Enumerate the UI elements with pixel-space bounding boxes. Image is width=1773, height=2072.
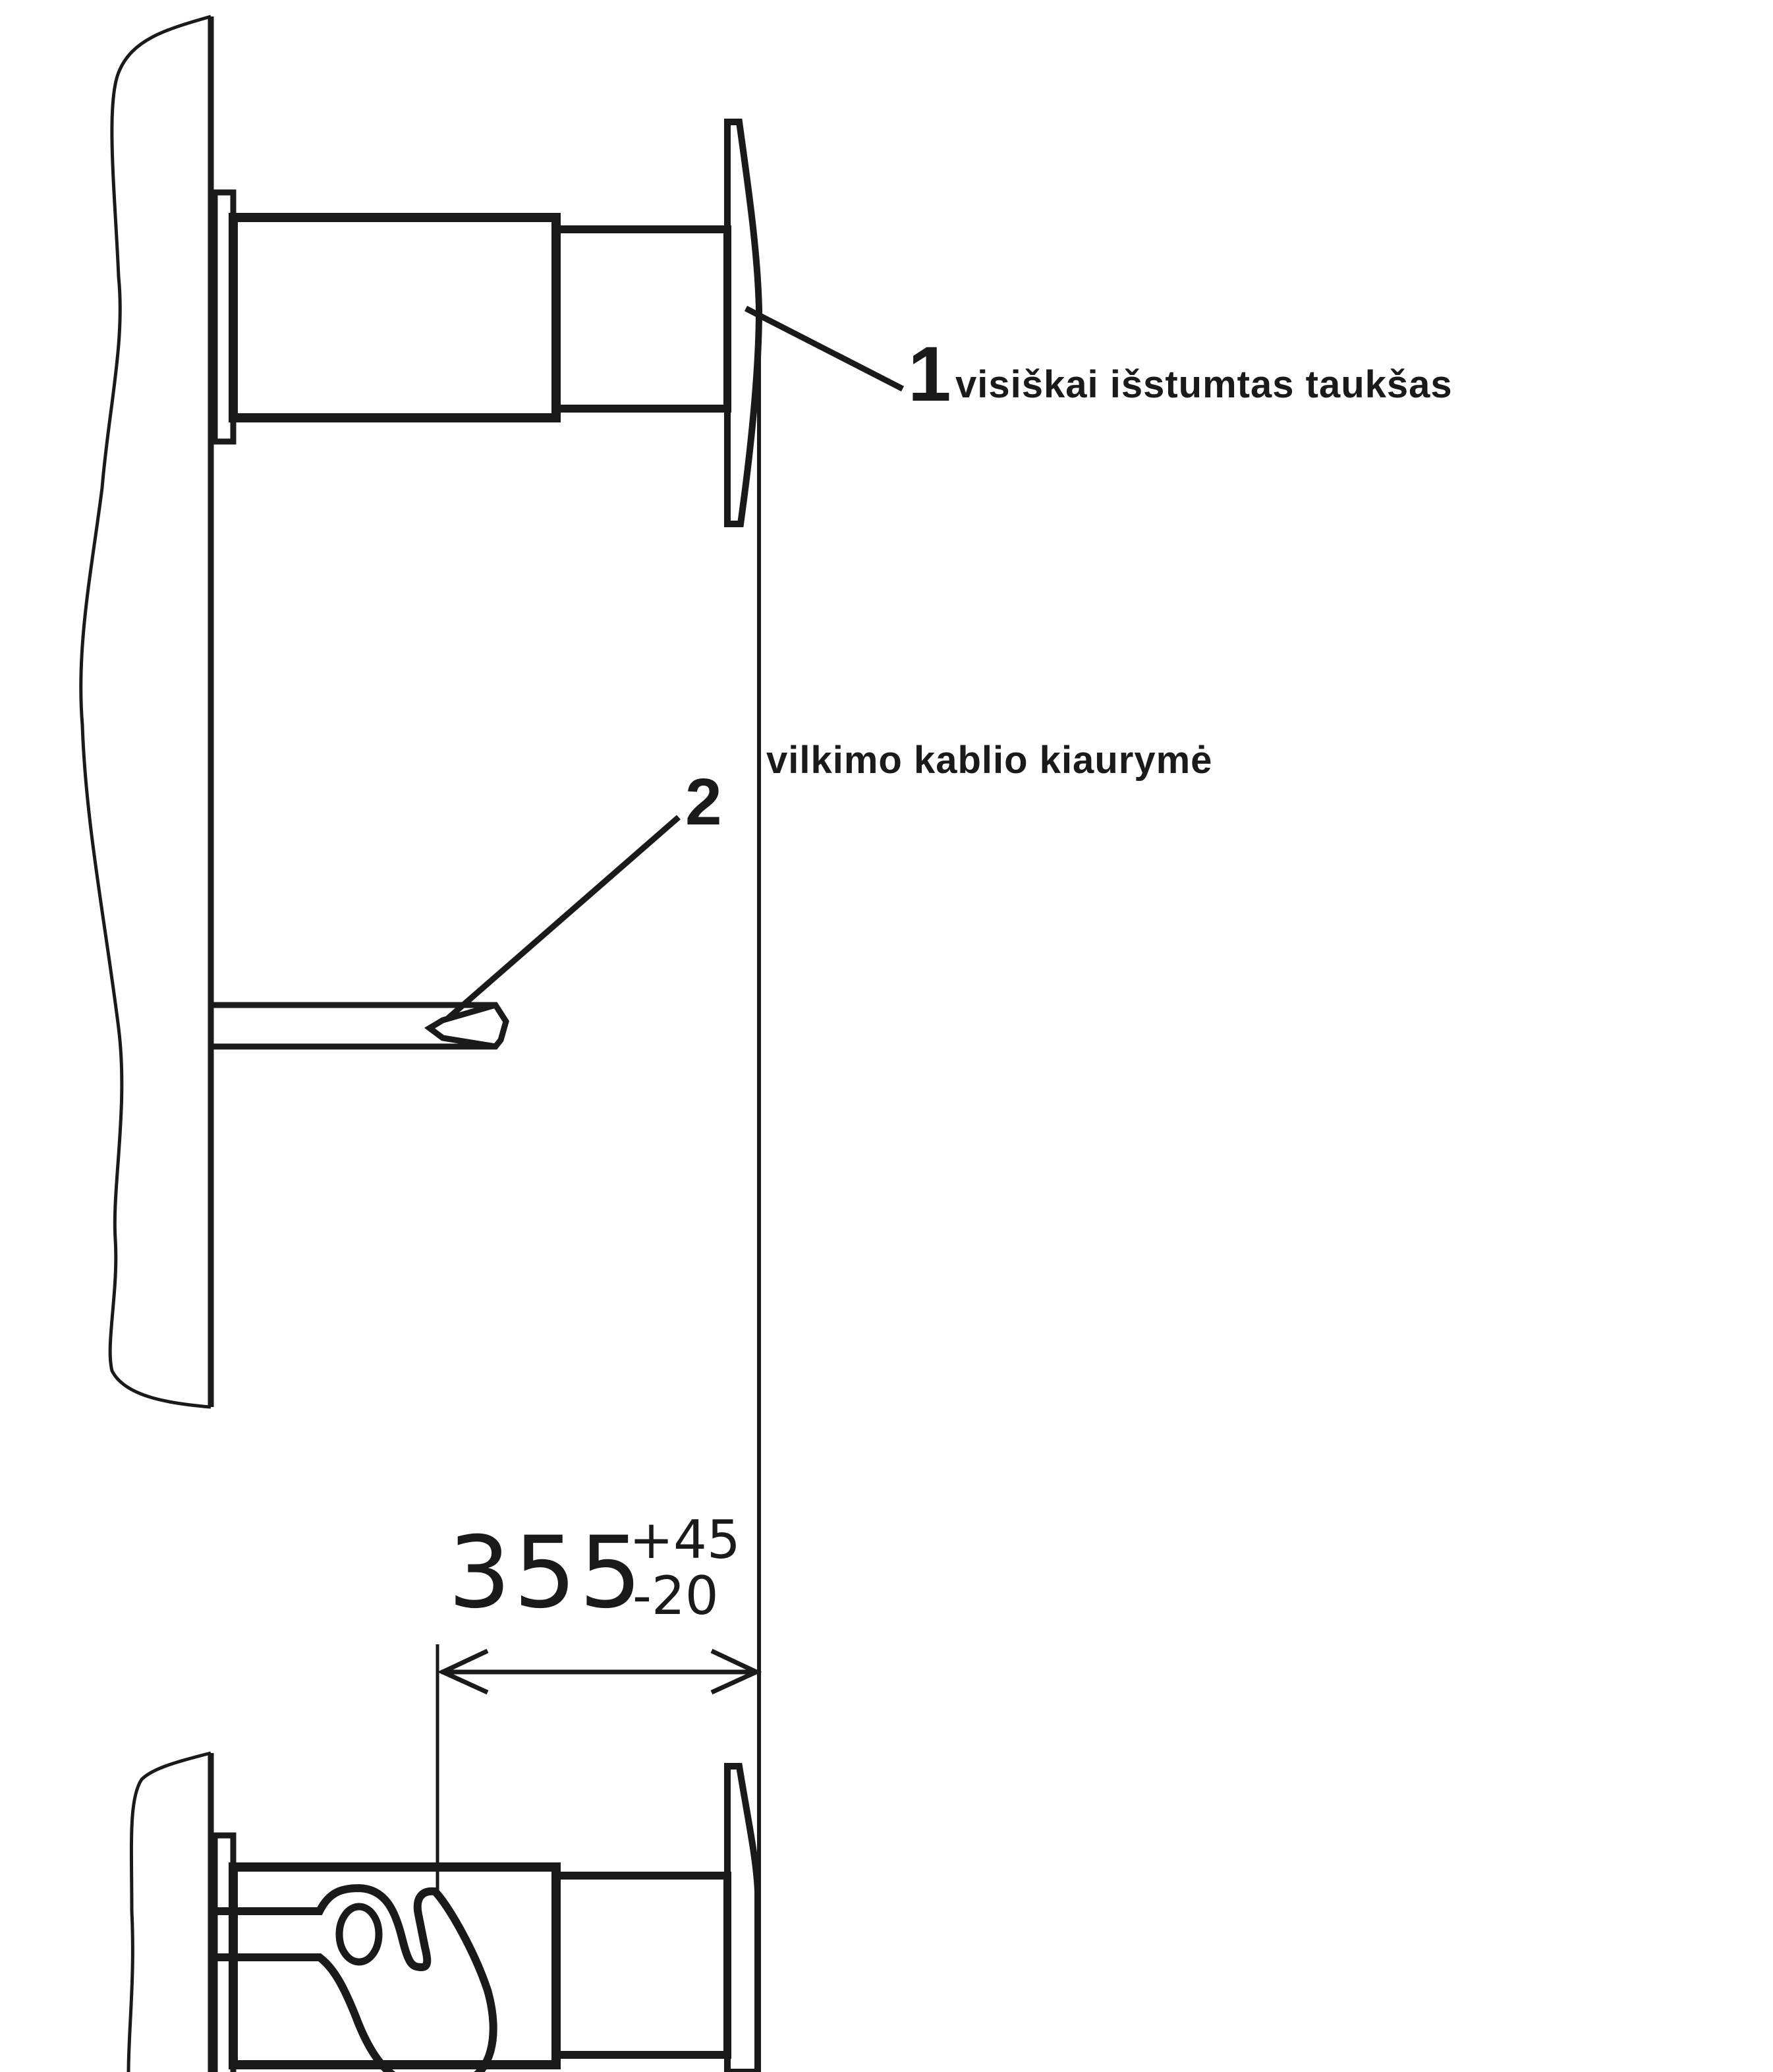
- bumper-outline-lower: [127, 1751, 211, 2072]
- callout-number-2: 2: [685, 765, 722, 839]
- upper-cylinder: [229, 213, 561, 422]
- tow-hook-eye: [335, 1903, 383, 1966]
- dimension-arrow-right: [710, 1648, 762, 1695]
- cover-cap-lower: [724, 1763, 761, 2072]
- leader-line-1: [744, 305, 905, 392]
- upper-shaft: [552, 225, 731, 413]
- dimension-lower-tolerance: -20: [633, 1565, 719, 1626]
- callout-label-1: visiškai išstumtas taukšas: [955, 363, 1453, 406]
- lower-cylinder: [229, 1862, 561, 2069]
- leader-line-2: [446, 815, 681, 1021]
- callout-label-2: vilkimo kablio kiaurymė: [766, 739, 1213, 782]
- bumper-outline-upper: [79, 14, 211, 1409]
- dimension-arrow-left: [437, 1648, 489, 1695]
- tow-hole: [211, 1002, 509, 1050]
- lower-shaft: [552, 1872, 731, 2059]
- dimension-upper-tolerance: +45: [629, 1509, 741, 1570]
- cover-cap-upper: [724, 119, 763, 527]
- dimension-value: 355: [448, 1516, 645, 1630]
- callout-number-1: 1: [908, 331, 951, 418]
- tow-hook: [214, 1884, 497, 2072]
